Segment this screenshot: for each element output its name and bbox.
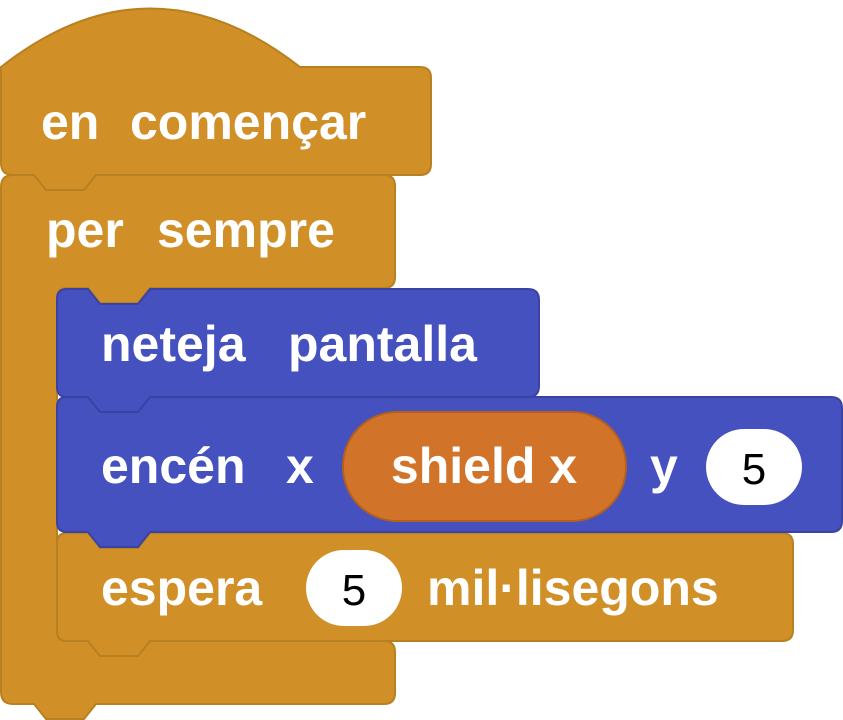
plot-y-value-field[interactable] <box>706 429 802 505</box>
plot-block[interactable]: encén x shield x y 5 <box>56 396 843 548</box>
plot-y-value: 5 <box>742 445 766 494</box>
clear-screen-block[interactable]: neteja pantalla <box>56 288 540 413</box>
plot-x-variable-reporter[interactable] <box>342 411 627 522</box>
on-start-label-word-1: en <box>41 94 99 150</box>
pause-duration-field[interactable] <box>306 550 402 626</box>
plot-x-label: x <box>286 438 314 494</box>
clear-screen-label-word-1: neteja <box>101 316 247 372</box>
plot-x-variable-name: shield x <box>391 438 577 494</box>
forever-label-word-1: per <box>46 202 124 258</box>
plot-label: encén <box>101 438 246 494</box>
forever-label-word-2: sempre <box>157 202 335 258</box>
clear-screen-label-word-2: pantalla <box>288 316 478 372</box>
on-start-block[interactable]: en començar <box>0 7 432 191</box>
forever-block[interactable]: per sempre <box>0 174 396 720</box>
pause-label: espera <box>101 560 263 616</box>
on-start-label-word-2: començar <box>130 94 366 150</box>
clear-screen-block-shape <box>56 288 540 413</box>
on-start-block-shape <box>0 7 432 191</box>
pause-block[interactable]: espera 5 mil·lisegons <box>56 532 794 657</box>
pause-block-shape <box>56 532 794 657</box>
pause-duration-value: 5 <box>342 566 366 615</box>
pause-unit-label: mil·lisegons <box>427 560 719 616</box>
plot-y-label: y <box>650 438 678 494</box>
